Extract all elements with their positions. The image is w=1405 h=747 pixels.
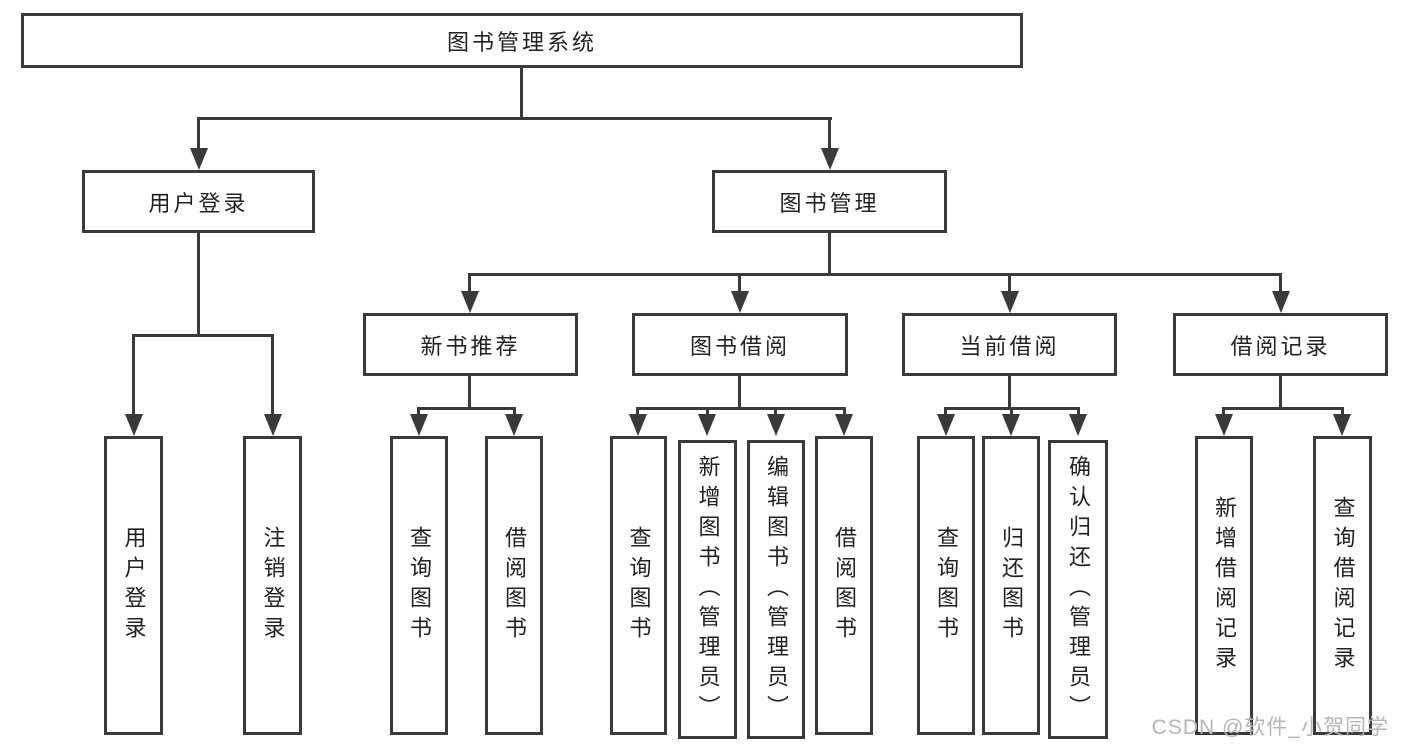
leaf-cb-return-books: 归还图书 [982, 436, 1040, 735]
connector-drop-leaf [1341, 407, 1344, 416]
connector-drop-leaf [843, 407, 846, 416]
leaf-bb-add-books-label: 新增图书（管理员） [695, 454, 721, 725]
connector-drop-leaf [271, 334, 274, 416]
leaf-br-query-record-label: 查询借阅记录 [1330, 495, 1356, 676]
connector-drop-leaf [774, 407, 777, 416]
leaf-nb-borrow-books: 借阅图书 [485, 436, 543, 735]
leaf-cb-return-books-label: 归还图书 [999, 525, 1024, 646]
leaf-br-query-record: 查询借阅记录 [1313, 436, 1372, 735]
arrow-down-icon [1001, 291, 1019, 313]
leaf-br-add-record-label: 新增借阅记录 [1212, 495, 1237, 676]
arrow-down-icon [1215, 414, 1233, 436]
connector-user-login-stem [197, 231, 200, 337]
leaf-bb-query-books-label: 查询图书 [626, 525, 652, 646]
node-root: 图书管理系统 [21, 13, 1023, 68]
connector-drop-book-borrow [738, 273, 741, 293]
connector-drop-new-books [468, 273, 471, 293]
arrow-down-icon [1002, 414, 1020, 436]
leaf-bb-borrow-books: 借阅图书 [815, 436, 873, 735]
leaf-bb-borrow-books-label: 借阅图书 [832, 525, 857, 646]
leaf-logout-label: 注销登录 [260, 525, 286, 646]
connector-book-mgmt-stem [828, 231, 831, 276]
node-root-label: 图书管理系统 [446, 29, 597, 55]
node-user-login-label: 用户登录 [148, 190, 249, 216]
leaf-bb-edit-books-label: 编辑图书（管理员） [764, 454, 789, 725]
connector-book-borrow-bus [636, 407, 846, 410]
node-book-mgmt-label: 图书管理 [779, 190, 880, 216]
arrow-down-icon [1333, 414, 1351, 436]
leaf-nb-borrow-books-label: 借阅图书 [502, 525, 527, 646]
node-book-mgmt: 图书管理 [712, 170, 947, 233]
connector-book-borrow-stem [738, 374, 741, 410]
connector-new-books-stem [468, 374, 471, 410]
leaf-cb-query-books: 查询图书 [917, 436, 975, 735]
connector-user-login-bus [132, 334, 274, 337]
connector-book-mgmt-bus [468, 273, 1282, 276]
connector-new-books-bus [417, 407, 516, 410]
leaf-cb-confirm-return: 确认归还（管理员） [1048, 440, 1108, 739]
connector-drop-leaf [417, 407, 420, 416]
connector-borrow-records-bus [1222, 407, 1344, 410]
watermark: CSDN @软件_小贺同学 [1151, 716, 1389, 739]
connector-drop-book-mgmt [828, 117, 831, 150]
node-current-borrow: 当前借阅 [902, 313, 1117, 376]
arrow-down-icon [125, 414, 143, 436]
node-book-borrow-label: 图书借阅 [689, 333, 790, 359]
arrow-down-icon [505, 414, 523, 436]
connector-root-stem [520, 66, 523, 118]
connector-drop-leaf [944, 407, 947, 416]
arrow-down-icon [821, 148, 839, 170]
arrow-down-icon [461, 291, 479, 313]
leaf-br-add-record: 新增借阅记录 [1195, 436, 1253, 735]
arrow-down-icon [835, 414, 853, 436]
leaf-nb-query-books: 查询图书 [390, 436, 448, 735]
leaf-bb-add-books: 新增图书（管理员） [678, 440, 737, 739]
leaf-bb-edit-books: 编辑图书（管理员） [747, 440, 805, 739]
arrow-down-icon [1272, 291, 1290, 313]
arrow-down-icon [1069, 414, 1087, 436]
connector-drop-leaf [1077, 407, 1080, 416]
leaf-cb-query-books-label: 查询图书 [934, 525, 959, 646]
connector-drop-leaf [513, 407, 516, 416]
arrow-down-icon [190, 148, 208, 170]
leaf-user-login: 用户登录 [104, 436, 163, 735]
arrow-down-icon [410, 414, 428, 436]
connector-drop-leaf [1010, 407, 1013, 416]
leaf-cb-confirm-return-label: 确认归还（管理员） [1066, 454, 1091, 725]
leaf-user-login-label: 用户登录 [121, 525, 147, 646]
connector-root-bus [197, 117, 832, 120]
arrow-down-icon [264, 414, 282, 436]
connector-current-borrow-stem [1008, 374, 1011, 410]
node-user-login: 用户登录 [82, 170, 315, 233]
connector-drop-leaf [706, 407, 709, 416]
node-borrow-records-label: 借阅记录 [1230, 333, 1331, 359]
arrow-down-icon [698, 414, 716, 436]
connector-drop-leaf [132, 334, 135, 416]
leaf-bb-query-books: 查询图书 [610, 436, 667, 735]
node-book-borrow: 图书借阅 [632, 313, 848, 376]
node-new-books-label: 新书推荐 [420, 333, 521, 359]
connector-drop-leaf [1222, 407, 1225, 416]
node-current-borrow-label: 当前借阅 [959, 333, 1060, 359]
connector-drop-borrow-records [1279, 273, 1282, 293]
node-borrow-records: 借阅记录 [1173, 313, 1388, 376]
leaf-logout: 注销登录 [243, 436, 302, 735]
connector-drop-leaf [636, 407, 639, 416]
arrow-down-icon [767, 414, 785, 436]
arrow-down-icon [731, 291, 749, 313]
node-new-books: 新书推荐 [363, 313, 578, 376]
leaf-nb-query-books-label: 查询图书 [407, 525, 432, 646]
arrow-down-icon [629, 414, 647, 436]
connector-borrow-records-stem [1279, 374, 1282, 410]
connector-drop-user-login [197, 117, 200, 150]
connector-drop-current-borrow [1008, 273, 1011, 293]
arrow-down-icon [937, 414, 955, 436]
